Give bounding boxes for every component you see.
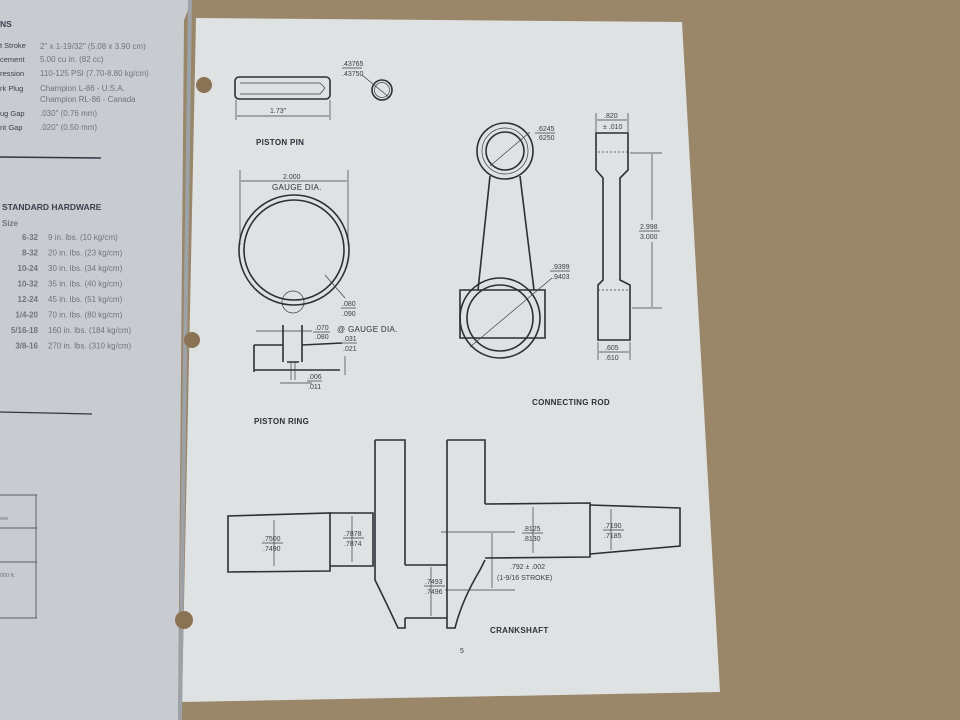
table-cell: 000 ft.	[0, 573, 16, 579]
hardware-torque: 30 in. lbs. (34 kg/cm)	[48, 264, 123, 273]
top-width: .820	[604, 113, 618, 120]
end-gap-a: .070	[315, 325, 329, 332]
end-gap-note: @ GAUGE DIA.	[337, 325, 398, 334]
hardware-torque: 160 in. lbs. (184 kg/cm)	[48, 326, 131, 335]
hardware-size: 10-32	[18, 280, 39, 289]
spec-label: t Stroke	[0, 41, 26, 50]
ring-width-b: .021	[343, 346, 357, 353]
spec-label: ug Gap	[0, 109, 25, 118]
hardware-size: 12-24	[18, 295, 39, 304]
spec-label: ression	[0, 69, 24, 78]
hardware-torque: 270 in. lbs. (310 kg/cm)	[48, 342, 131, 351]
gauge-label: GAUGE DIA.	[272, 183, 322, 192]
pin-length: 1.73"	[270, 108, 287, 115]
pin-dia-min: .43750	[342, 71, 364, 78]
diameter-d4-min: .7185	[604, 533, 622, 540]
hardware-torque: 70 in. lbs. (80 kg/cm)	[48, 311, 123, 320]
diameter-pin-max: .7493	[425, 579, 443, 586]
hardware-torque: 45 in. lbs. (51 kg/cm)	[48, 295, 123, 304]
spec-label: cement	[0, 55, 26, 64]
diameter-d3-min: .8130	[523, 536, 541, 543]
hardware-torque: 9 in. lbs. (10 kg/cm)	[48, 233, 118, 242]
spec-value: 5.00 cu in. (82 cc)	[40, 55, 104, 64]
ring-gap-b: .090	[342, 311, 356, 318]
diameter-pin-min: .7496	[425, 589, 443, 596]
spec-value: Champion L-86 - U.S.A.	[40, 84, 125, 93]
hardware-torque: 35 in. lbs. (40 kg/cm)	[48, 280, 123, 289]
diameter-d2-max: .7878	[344, 531, 362, 538]
table-cell: wer	[0, 516, 9, 522]
diameter-d2-min: .7874	[344, 541, 362, 548]
ring-gap-a: .080	[342, 301, 356, 308]
hardware-torque: 20 in. lbs. (23 kg/cm)	[48, 249, 123, 258]
crankshaft-diagram: .7500 .7490 .7878 .7874 .8125 .8130 .7190 .7185…	[227, 439, 681, 635]
standard-hardware-table: STANDARD HARDWARE Size 6-32 9 in. lbs. (1…	[0, 202, 131, 415]
right-page	[182, 18, 720, 702]
left-page	[0, 0, 192, 720]
piston-ring-caption: PISTON RING	[254, 417, 309, 426]
hardware-title: STANDARD HARDWARE	[2, 202, 102, 212]
pin-dia-max: .43765	[342, 61, 364, 68]
size-header: Size	[2, 219, 19, 228]
small-end-b: .6250	[537, 135, 555, 142]
top-tolerance: ± .010	[603, 124, 623, 131]
page-number: 5	[460, 648, 464, 655]
small-end-a: .6245	[537, 126, 555, 133]
section-heading: NS	[0, 19, 12, 29]
ring-width-a: .031	[343, 336, 357, 343]
rod-length-b: 3.000	[640, 234, 658, 241]
connecting-rod-diagram: .6245 .6250 .9399 .9403 .820 ± .010 2.99…	[459, 113, 662, 407]
binder-hole	[175, 611, 193, 629]
bottom-width-a: .605	[605, 345, 619, 352]
hardware-size: 1/4-20	[15, 311, 38, 320]
divider	[0, 156, 102, 159]
binder-hole	[184, 332, 200, 348]
spec-value: .030" (0.76 mm)	[40, 109, 97, 118]
spec-value: .020" (0.50 mm)	[40, 123, 97, 132]
piston-pin-caption: PISTON PIN	[256, 138, 304, 147]
spec-value: Champion RL-86 - Canada	[40, 95, 136, 104]
diameter-d1-min: .7490	[263, 546, 281, 553]
piston-pin-diagram: 1.73" .43765 .43750 PISTON PIN	[234, 61, 393, 147]
left-table-fragment: wer 000 ft.	[0, 494, 37, 619]
connecting-rod-caption: CONNECTING ROD	[532, 398, 610, 407]
stroke-note: (1-9/16 STROKE)	[497, 575, 552, 582]
side-clearance-b: .011	[308, 384, 321, 391]
binding-gutter	[178, 0, 192, 720]
spec-label: rk Plug	[0, 84, 23, 93]
hardware-size: 8-32	[22, 249, 39, 258]
big-end-a: .9399	[552, 264, 570, 271]
gauge-value: 2.000	[283, 174, 301, 181]
diameter-d3-max: .8125	[523, 526, 541, 533]
end-gap-b: .080	[315, 334, 329, 341]
binder-hole	[196, 77, 212, 93]
side-clearance-a: .006	[308, 374, 322, 381]
bottom-width-b: .610	[605, 355, 619, 362]
diameter-d4-max: .7190	[604, 523, 622, 530]
divider	[0, 411, 93, 415]
crankshaft-caption: CRANKSHAFT	[490, 626, 549, 635]
hardware-size: 5/16-18	[11, 326, 39, 335]
spec-value: 110-125 PSI (7.70-8.80 kg/cm)	[40, 69, 149, 78]
spec-value: 2" x 1-19/32" (5.08 x 3.90 cm)	[40, 42, 146, 51]
diameter-d1-max: .7500	[263, 536, 281, 543]
piston-ring-diagram: 2.000 GAUGE DIA. .080 .090 .070 .080 @ G…	[238, 170, 398, 426]
throw-dimension: .792 ± .002	[510, 564, 545, 571]
hardware-size: 6-32	[22, 233, 39, 242]
specifications-section: NS t Stroke 2" x 1-19/32" (5.08 x 3.90 c…	[0, 19, 149, 159]
hardware-size: 10-24	[18, 264, 39, 273]
hardware-size: 3/8-16	[15, 342, 38, 351]
rod-length-a: 2.998	[640, 224, 658, 231]
spec-label: nt Gap	[0, 123, 23, 132]
big-end-b: .9403	[552, 274, 570, 281]
